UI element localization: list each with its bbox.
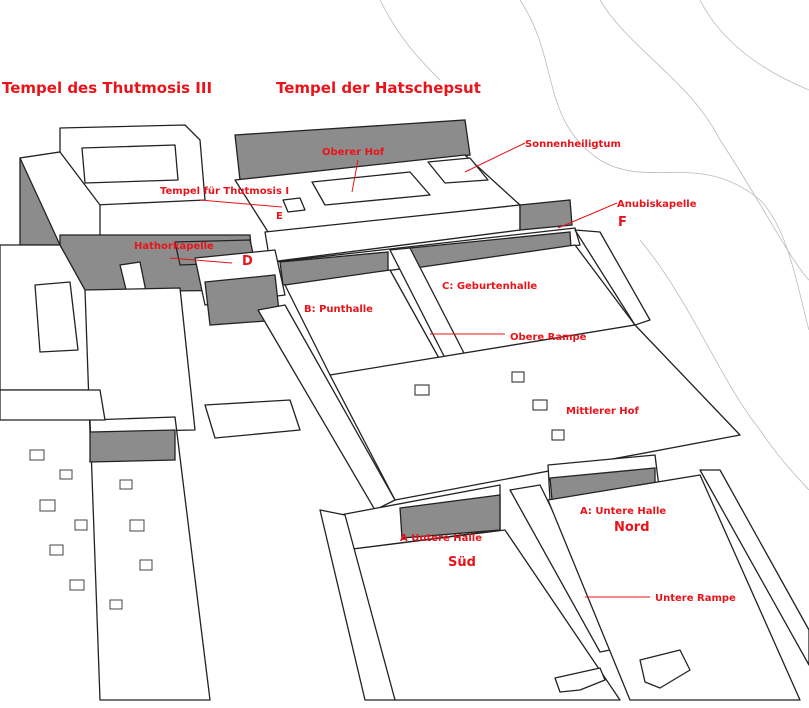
label-punthalle: B: Punthalle <box>304 304 373 315</box>
label-e: E <box>276 211 283 222</box>
rubble <box>29 449 153 610</box>
label-hathorkapelle: Hathorkapelle <box>134 241 214 252</box>
label-d: D <box>242 254 253 269</box>
lower-terrace <box>319 454 809 701</box>
label-untere-halle-nord: A: Untere Halle <box>580 506 666 517</box>
label-sonnenheiligtum: Sonnenheiligtum <box>525 139 621 150</box>
label-f: F <box>618 215 627 230</box>
label-tempel-thutmosis-i: Tempel für Thutmosis I <box>160 186 289 197</box>
label-oberer-hof: Oberer Hof <box>322 147 385 158</box>
leader-lines <box>169 142 650 598</box>
label-anubiskapelle: Anubiskapelle <box>617 199 697 210</box>
label-nord: Nord <box>614 520 650 535</box>
label-sued: Süd <box>448 555 476 570</box>
middle-terrace <box>257 229 741 511</box>
upper-terrace <box>234 119 581 286</box>
label-geburtenhalle: C: Geburtenhalle <box>442 281 537 292</box>
label-thutmosis-iii-temple: Tempel des Thutmosis III <box>2 79 212 97</box>
label-untere-halle-sued: A Untere Halle <box>400 533 482 544</box>
label-untere-rampe: Untere Rampe <box>655 593 736 604</box>
label-obere-rampe: Obere Rampe <box>510 332 587 343</box>
label-hatschepsut-temple: Tempel der Hatschepsut <box>276 79 481 97</box>
label-mittlerer-hof: Mittlerer Hof <box>566 406 640 417</box>
cliff-lines <box>379 0 809 491</box>
